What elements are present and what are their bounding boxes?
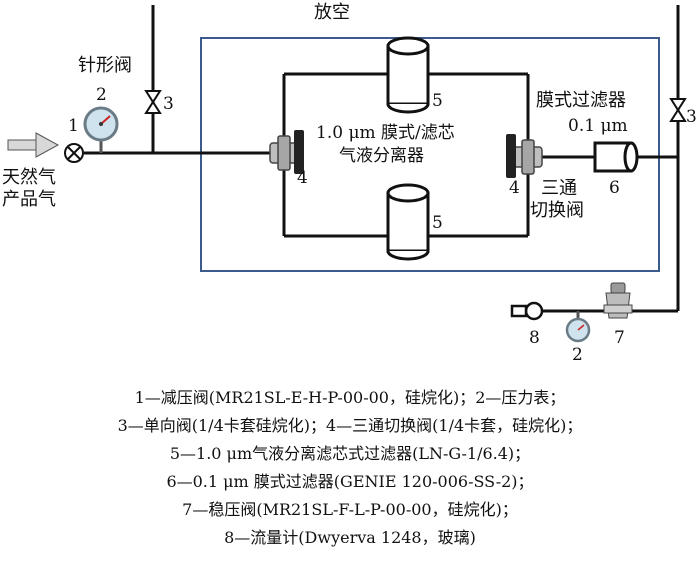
number-5-top: 5 [432,91,443,111]
check-valve-left-icon [144,90,162,114]
pressure-gauge-bottom-icon [565,311,591,343]
separator-filter-bottom-icon [386,183,430,261]
tee-label-line2: 切换阀 [530,200,584,221]
caption-line-1: 1—减压阀(MR21SL-E-H-P-00-00，硅烷化)；2—压力表； [135,388,566,407]
membrane-size-label: 0.1 μm [568,116,628,136]
number-7: 7 [614,328,625,348]
caption: 1—减压阀(MR21SL-E-H-P-00-00，硅烷化)；2—压力表； 3—单… [118,388,583,547]
vent-label: 放空 [314,2,350,23]
separator-label-line1: 1.0 μm 膜式/滤芯 [316,123,455,143]
flow-meter-icon [510,301,544,321]
number-4-left: 4 [297,168,308,188]
three-way-valve-left-icon [269,130,304,174]
membrane-filter-icon [593,141,639,173]
pipe-network [84,5,680,313]
caption-line-4: 6—0.1 μm 膜式过滤器(GENIE 120-006-SS-2)； [166,472,533,491]
pressure-regulator-icon [603,282,633,319]
separator-label-line2: 气液分离器 [339,146,424,166]
separator-filter-top-icon [386,36,430,114]
number-4-right: 4 [509,178,520,198]
number-2-bottom: 2 [572,345,583,365]
caption-line-5: 7—稳压阀(MR21SL-F-L-P-00-00，硅烷化)； [182,500,518,519]
number-6: 6 [609,178,620,198]
membrane-filter-label: 膜式过滤器 [536,90,626,111]
number-3-left: 3 [163,94,174,114]
caption-line-3: 5—1.0 μm气液分离滤芯式过滤器(LN-G-1/6.4)； [170,444,530,463]
check-valve-right-icon [669,98,687,122]
pressure-reducing-valve-icon [64,143,84,163]
pressure-gauge-icon [83,106,119,153]
inlet-arrow-icon [7,132,60,158]
number-2-top: 2 [96,85,107,105]
caption-line-6: 8—流量计(Dwyerva 1248，玻璃) [224,528,476,547]
number-8: 8 [529,328,540,348]
number-3-right: 3 [686,107,697,127]
tee-label-line1: 三通 [541,178,577,199]
gas-label-line2: 产品气 [2,189,56,210]
caption-line-2: 3—单向阀(1/4卡套硅烷化)；4—三通切换阀(1/4卡套，硅烷化)； [118,416,583,435]
three-way-valve-right-icon [506,134,543,178]
gas-label-line1: 天然气 [2,167,56,188]
needle-valve-label: 针形阀 [78,55,132,76]
number-5-bottom: 5 [432,213,443,233]
number-1: 1 [68,116,79,136]
